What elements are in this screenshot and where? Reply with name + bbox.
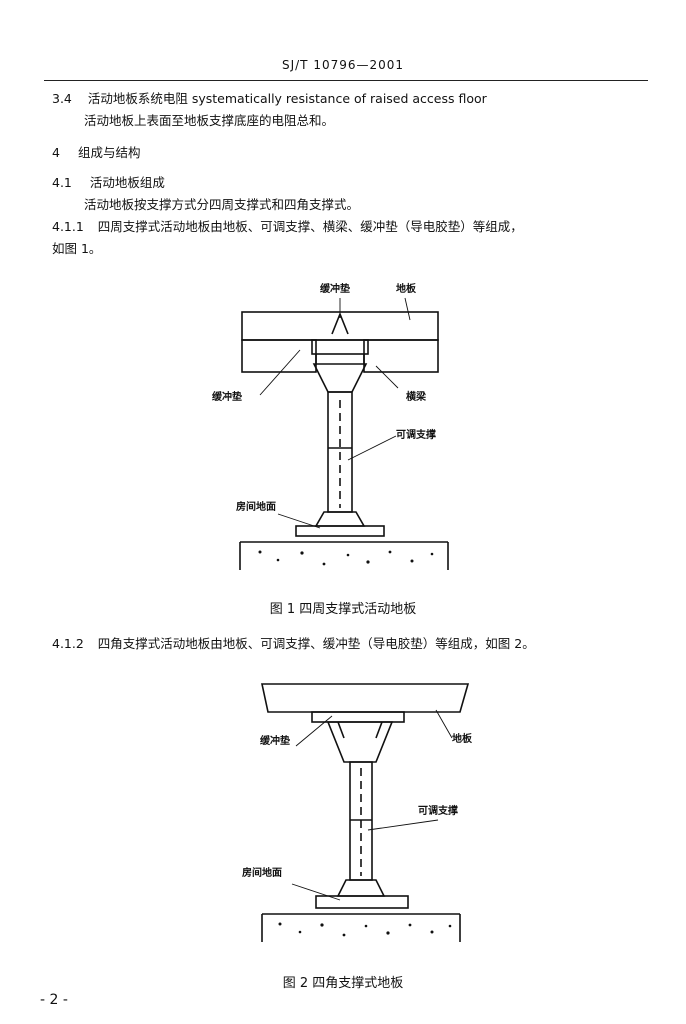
standard-header: SJ/T 10796—2001 [281, 58, 405, 72]
section-4-1-2: 4.1.2 四角支撑式活动地板由地板、可调支撑、缓冲垫（导电胶垫）等组成，如图 … [52, 636, 535, 652]
figure-1-diagram: 缓冲垫 地板 缓冲垫 横梁 可调支撑 房间地面 [211, 282, 449, 570]
section-4-1-1: 4.1.1 四周支撑式活动地板由地板、可调支撑、横梁、缓冲垫（导电胶垫）等组成， [52, 219, 523, 235]
beam-left [241, 339, 317, 373]
section-text: 四角支撑式活动地板由地板、可调支撑、缓冲垫（导电胶垫）等组成，如图 2。 [97, 636, 535, 651]
figure-1-caption: 图 1 四周支撑式活动地板 [269, 602, 417, 617]
section-text: 四周支撑式活动地板由地板、可调支撑、横梁、缓冲垫（导电胶垫）等组成， [97, 219, 523, 234]
section-number: 3.4 [52, 91, 72, 106]
label-cushion-left: 缓冲垫 [211, 390, 242, 403]
label-adjustable-support: 可调支撑 [418, 804, 458, 817]
base-plate [295, 525, 385, 537]
figure-2-caption: 图 2 四角支撑式地板 [282, 976, 404, 991]
beam-right [363, 339, 439, 373]
label-room-floor: 房间地面 [236, 500, 276, 513]
label-beam: 横梁 [406, 390, 427, 403]
section-number: 4.1.1 [52, 219, 84, 234]
head-plate [311, 339, 369, 355]
section-text: 活动地板系统电阻 systematically resistance of ra… [87, 91, 487, 106]
figure-2-diagram: 缓冲垫 地板 可调支撑 房间地面 [242, 683, 473, 942]
section-number: 4 [52, 145, 60, 160]
support-head [312, 363, 368, 393]
label-adjustable-support: 可调支撑 [396, 428, 436, 441]
section-4: 4 组成与结构 [52, 145, 140, 161]
section-number: 4.1.2 [52, 636, 84, 651]
section-4-1: 4.1 活动地板组成 [52, 175, 165, 191]
section-3-4-body: 活动地板上表面至地板支撑底座的电阻总和。 [84, 113, 335, 128]
label-floor: 地板 [452, 732, 473, 745]
section-text: 活动地板组成 [89, 175, 165, 190]
header-rule [44, 80, 648, 81]
label-cushion: 缓冲垫 [259, 734, 290, 747]
section-4-1-1-cont: 如图 1。 [52, 241, 102, 256]
floor-panel [261, 683, 470, 713]
label-cushion-top: 缓冲垫 [319, 282, 350, 295]
section-text: 组成与结构 [77, 145, 141, 160]
label-room-floor: 房间地面 [242, 866, 282, 879]
support-head [326, 721, 394, 763]
section-number: 4.1 [52, 175, 72, 190]
support-base [336, 879, 386, 897]
base-plate [315, 895, 409, 909]
section-4-1-body: 活动地板按支撑方式分四周支撑式和四角支撑式。 [84, 197, 360, 212]
support-base [314, 511, 366, 527]
section-3-4: 3.4 活动地板系统电阻 systematically resistance o… [52, 91, 487, 107]
cushion-plate [311, 711, 405, 723]
label-floor: 地板 [396, 282, 417, 295]
page-number: - 2 - [40, 992, 68, 1008]
